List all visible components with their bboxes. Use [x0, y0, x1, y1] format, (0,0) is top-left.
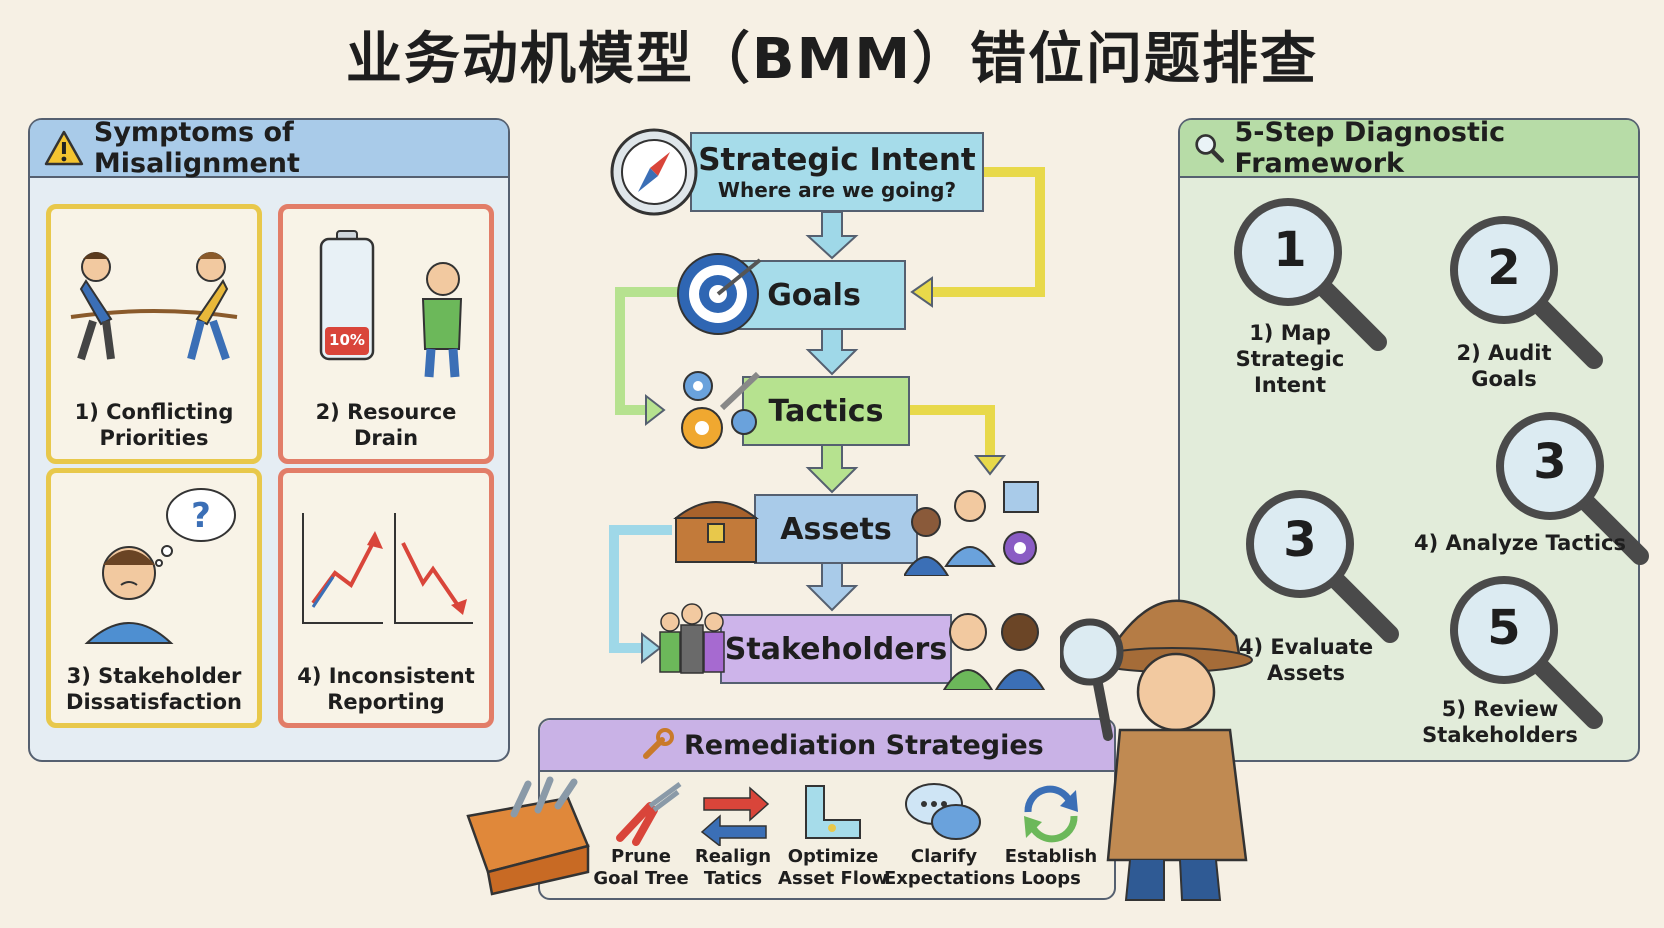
tug-of-war-illustration [70, 252, 238, 361]
stakeholders-label: Stakeholders [724, 631, 948, 667]
remediation-establish-loops: Establish Loops [1004, 846, 1098, 889]
detective-illustration [1060, 599, 1253, 901]
stakeholder-group-icon [659, 603, 725, 674]
strategic-intent-box: Strategic Intent Where are we going? [690, 132, 984, 212]
strategic-intent-title: Strategic Intent [698, 142, 976, 178]
goals-label: Goals [767, 277, 861, 313]
tactics-box: Tactics [742, 376, 910, 446]
step-5-label: 5) Review Stakeholders [1422, 697, 1578, 747]
step-5-magnifier-icon [1450, 576, 1603, 729]
symptom-card-conflicting-priorities: 1) Conflicting Priorities [46, 204, 262, 464]
remediation-header: Remediation Strategies [540, 720, 1114, 772]
arrow-tactics-to-assets [805, 443, 859, 494]
treasure-chest-icon [673, 501, 759, 563]
realign-arrows-icon [700, 786, 770, 846]
arrow-goals-to-tactics [805, 325, 859, 376]
step-5-number: 5 [1487, 600, 1521, 656]
arrow-intent-to-goals [805, 211, 859, 260]
compass-icon [610, 128, 698, 216]
step-1-number: 1 [1273, 222, 1307, 278]
stakeholder-pair-icon [942, 613, 1046, 690]
symptom-label: 1) Conflicting Priorities [74, 400, 234, 450]
step-1-magnifier-icon [1234, 198, 1387, 351]
mixed-charts-illustration [302, 513, 473, 624]
remediation-panel: Remediation Strategies [538, 718, 1116, 900]
symptom-card-inconsistent-reporting: 4) Inconsistent Reporting [278, 468, 494, 728]
symptoms-panel: Symptoms of Misalignment 1) Conflicting … [28, 117, 510, 762]
battery-level: 10% [329, 331, 365, 349]
assets-box: Assets [754, 494, 918, 564]
step-1-label: 1) Map Strategic Intent [1235, 321, 1345, 397]
page-title: 业务动机模型（BMM）错位问题排查 [345, 27, 1319, 92]
pipe-icon [805, 785, 861, 839]
target-icon [677, 253, 762, 335]
step-2-number: 2 [1487, 240, 1521, 296]
loop-arrows-icon [1024, 785, 1078, 843]
strategic-intent-subtitle: Where are we going? [717, 178, 957, 202]
step-2-label: 2) Audit Goals [1456, 341, 1552, 391]
loop-intent-to-goals [920, 167, 1045, 297]
stakeholders-box: Stakeholders [720, 614, 952, 684]
pruning-shears-icon [616, 781, 682, 846]
gears-icon [681, 371, 761, 449]
step-3-label: 4) Analyze Tactics [1414, 531, 1626, 555]
svg-text:?: ? [191, 496, 211, 536]
step-4-magnifier-icon [1246, 490, 1399, 643]
symptoms-header: Symptoms of Misalignment [30, 117, 508, 179]
battery-drain-illustration [319, 230, 463, 378]
remediation-clarify-expectations: Clarify Expectations [884, 846, 1016, 889]
magnifier-icon [1195, 134, 1225, 163]
step-2-magnifier-icon [1450, 216, 1603, 369]
symptoms-header-label: Symptoms of Misalignment [93, 117, 300, 179]
remediation-realign-tatics: Realign Tatics [694, 846, 772, 889]
framework-header-label: 5-Step Diagnostic Framework [1234, 117, 1506, 179]
symptom-label: 2) Resource Drain [315, 400, 457, 450]
toolbox-icon [466, 776, 590, 896]
speech-bubbles-icon [905, 783, 981, 840]
symptom-card-stakeholder-dissatisfaction: ? 3) Stakeholder Dissatisfaction [46, 468, 262, 728]
step-4-number: 3 [1283, 512, 1317, 568]
assets-label: Assets [780, 511, 892, 547]
confused-person-illustration: ? [84, 488, 236, 644]
loop-goals-to-tactics [615, 287, 680, 415]
step-3-magnifier-icon [1496, 412, 1649, 565]
wrench-icon [643, 728, 674, 759]
remediation-header-label: Remediation Strategies [684, 729, 1044, 761]
remediation-optimize-asset-flow: Optimize Asset Flow [778, 846, 888, 889]
loop-assets-to-stakeholders [609, 525, 672, 653]
symptom-card-resource-drain: 10% 2) Resource Drain [278, 204, 494, 464]
framework-header: 5-Step Diagnostic Framework [1180, 117, 1638, 179]
symptom-label: 4) Inconsistent Reporting [297, 664, 475, 714]
symptom-label: 3) Stakeholder Dissatisfaction [66, 664, 242, 714]
arrow-assets-to-stakeholders [805, 561, 859, 612]
loop-tactics-to-assets [910, 405, 995, 462]
people-assets-icon [904, 481, 1039, 576]
step-3-number: 3 [1533, 434, 1567, 490]
remediation-prune-goal-tree: Prune Goal Tree [593, 846, 689, 889]
warning-icon [44, 130, 84, 166]
tactics-label: Tactics [768, 393, 884, 429]
